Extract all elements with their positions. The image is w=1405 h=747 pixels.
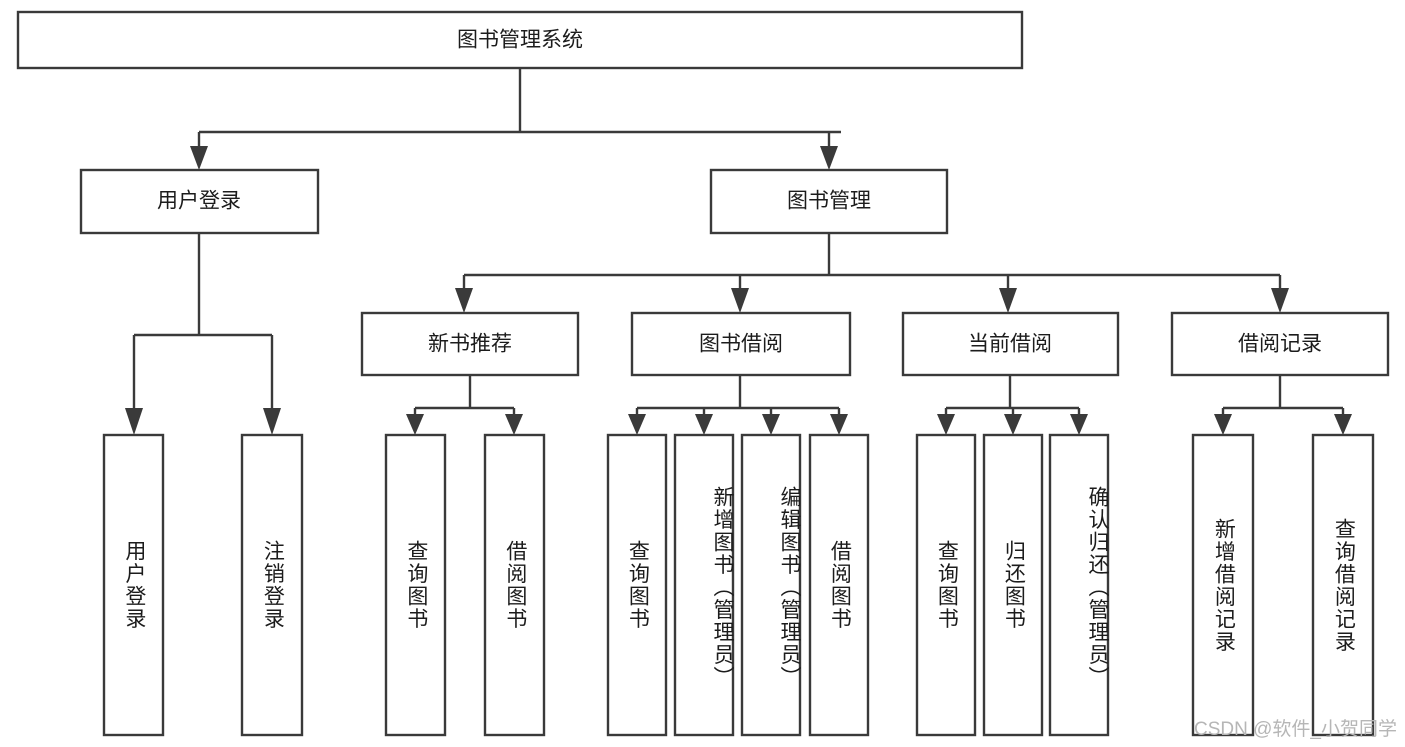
arrow-head-leaf-add-book-admin	[695, 414, 713, 435]
node-current-borrow[interactable]: 当前借阅	[901, 311, 1120, 377]
arrow-head-borrow-record	[1271, 288, 1289, 313]
node-user-login-box[interactable]	[79, 168, 320, 235]
arrow-head-book-borrow	[731, 288, 749, 313]
connector-book-manage-to-level3	[455, 233, 1289, 313]
node-borrow-record-label: 借阅记录	[1238, 333, 1322, 356]
arrow-head-leaf-query-book-borrow	[628, 414, 646, 435]
arrow-head-current-borrow	[999, 288, 1017, 313]
arrow-head-leaf-add-borrow-record	[1214, 414, 1232, 435]
arrow-head-leaf-query-book-current	[937, 414, 955, 435]
node-leaf-return-book-box[interactable]	[982, 433, 1044, 737]
node-root-box[interactable]	[16, 10, 1024, 70]
node-book-borrow-box[interactable]	[630, 311, 852, 377]
node-leaf-logout-login-box[interactable]	[240, 433, 304, 737]
node-borrow-record[interactable]: 借阅记录	[1170, 311, 1390, 377]
node-leaf-edit-book-admin-box[interactable]	[740, 433, 802, 737]
arrow-head-leaf-query-book-rec	[406, 414, 424, 435]
node-new-book-rec[interactable]: 新书推荐	[360, 311, 580, 377]
node-leaf-confirm-return-admin-box[interactable]	[1048, 433, 1110, 737]
node-leaf-query-book-borrow-box[interactable]	[606, 433, 668, 737]
node-leaf-user-login-box[interactable]	[102, 433, 165, 737]
connector-borrow-record-to-leaves	[1214, 375, 1352, 435]
arrow-head-leaf-query-borrow-record	[1334, 414, 1352, 435]
arrow-head-new-book-rec	[455, 288, 473, 313]
node-leaf-borrow-book-rec-box[interactable]	[483, 433, 546, 737]
node-new-book-rec-box[interactable]	[360, 311, 580, 377]
node-new-book-rec-label: 新书推荐	[428, 333, 512, 356]
node-user-login-label: 用户登录	[157, 190, 241, 213]
arrow-head-leaf-confirm-return-admin	[1070, 414, 1088, 435]
arrow-head-user-login	[190, 146, 208, 170]
node-book-borrow[interactable]: 图书借阅	[630, 311, 852, 377]
connector-book-borrow-to-leaves	[628, 375, 848, 435]
arrow-head-leaf-borrow-book	[830, 414, 848, 435]
node-leaf-query-borrow-record-box[interactable]	[1311, 433, 1375, 737]
arrow-head-leaf-return-book	[1004, 414, 1022, 435]
arrow-head-leaf-user-login	[125, 408, 143, 435]
connector-user-login-to-leaves	[125, 233, 281, 435]
node-leaf-borrow-book-box[interactable]	[808, 433, 870, 737]
node-book-manage[interactable]: 图书管理	[709, 168, 949, 235]
arrow-head-leaf-logout-login	[263, 408, 281, 435]
node-book-manage-box[interactable]	[709, 168, 949, 235]
arrow-head-leaf-borrow-book-rec	[505, 414, 523, 435]
node-root-label: 图书管理系统	[457, 29, 583, 52]
node-user-login[interactable]: 用户登录	[79, 168, 320, 235]
node-root[interactable]: 图书管理系统	[16, 10, 1024, 70]
connector-root-to-level2	[190, 68, 841, 170]
arrow-head-leaf-edit-book-admin	[762, 414, 780, 435]
node-leaf-add-borrow-record-box[interactable]	[1191, 433, 1255, 737]
node-current-borrow-box[interactable]	[901, 311, 1120, 377]
node-leaf-query-book-rec-box[interactable]	[384, 433, 447, 737]
node-leaf-query-book-current-box[interactable]	[915, 433, 977, 737]
connector-new-book-rec-to-leaves	[406, 375, 523, 435]
node-borrow-record-box[interactable]	[1170, 311, 1390, 377]
arrow-head-book-manage	[820, 146, 838, 170]
node-book-manage-label: 图书管理	[787, 190, 871, 213]
watermark-text: CSDN @软件_小贺同学	[1194, 719, 1397, 740]
connector-current-borrow-to-leaves	[937, 375, 1088, 435]
node-leaf-add-book-admin-box[interactable]	[673, 433, 735, 737]
node-book-borrow-label: 图书借阅	[699, 333, 783, 356]
node-current-borrow-label: 当前借阅	[968, 333, 1052, 356]
